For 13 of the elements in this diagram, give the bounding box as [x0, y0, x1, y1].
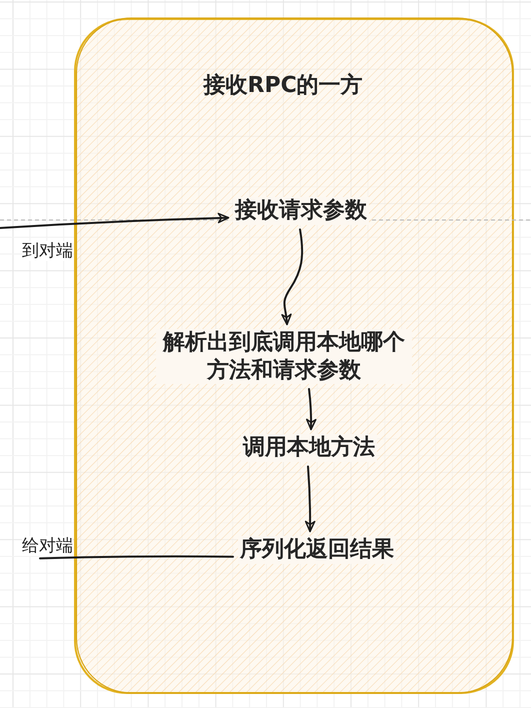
step-label: 序列化返回结果	[238, 536, 396, 564]
container-heading: 接收RPC的一方	[202, 72, 364, 100]
rounded-container	[73, 17, 515, 695]
connector-line	[39, 555, 234, 560]
text-label: 给对端	[22, 536, 73, 556]
arrow	[306, 388, 316, 430]
text-label: 到对端	[22, 241, 73, 262]
step-label: 解析出到底调用本地哪个方法和请求参数	[156, 329, 412, 384]
arrow	[304, 466, 316, 532]
step-label: 接收请求参数	[233, 197, 369, 224]
arrow	[281, 228, 304, 326]
arrow	[0, 212, 230, 229]
step-label: 调用本地方法	[241, 434, 377, 462]
